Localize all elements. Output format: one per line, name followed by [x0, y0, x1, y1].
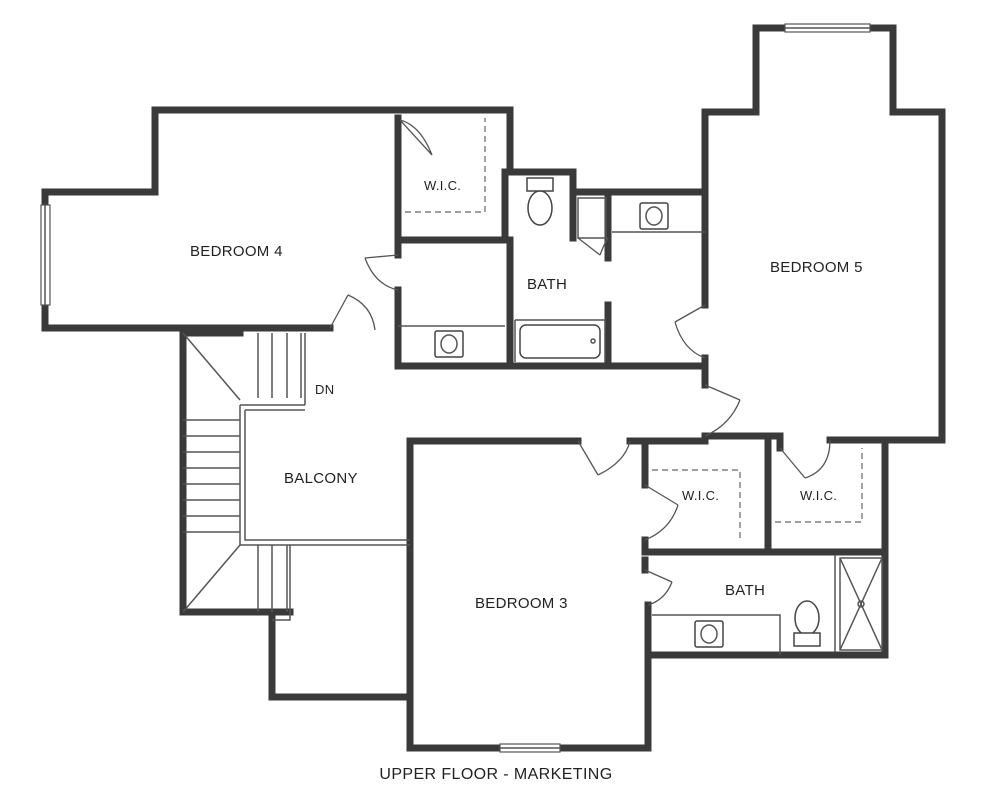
room-labels: BEDROOM 4 W.I.C. BATH BEDROOM 5 DN BALCO… [190, 178, 863, 612]
plan-title: UPPER FLOOR - MARKETING [379, 766, 612, 783]
thin-lines [182, 231, 883, 655]
label-wic-bedroom-5: W.I.C. [800, 488, 837, 503]
label-bath-lower: BATH [725, 582, 765, 599]
label-wic-bedroom-4: W.I.C. [424, 178, 461, 193]
label-wic-bedroom-3: W.I.C. [682, 488, 719, 503]
interior-walls [268, 114, 889, 659]
label-bedroom-4: BEDROOM 4 [190, 243, 283, 260]
label-balcony: BALCONY [284, 470, 358, 487]
closet-rods [405, 118, 863, 540]
label-bedroom-5: BEDROOM 5 [770, 259, 863, 276]
label-bedroom-3: BEDROOM 3 [475, 595, 568, 612]
label-stair-down: DN [315, 382, 334, 397]
doors [329, 119, 831, 606]
label-bath-upper: BATH [527, 276, 567, 293]
windows [40, 23, 871, 753]
fixtures [434, 177, 821, 648]
